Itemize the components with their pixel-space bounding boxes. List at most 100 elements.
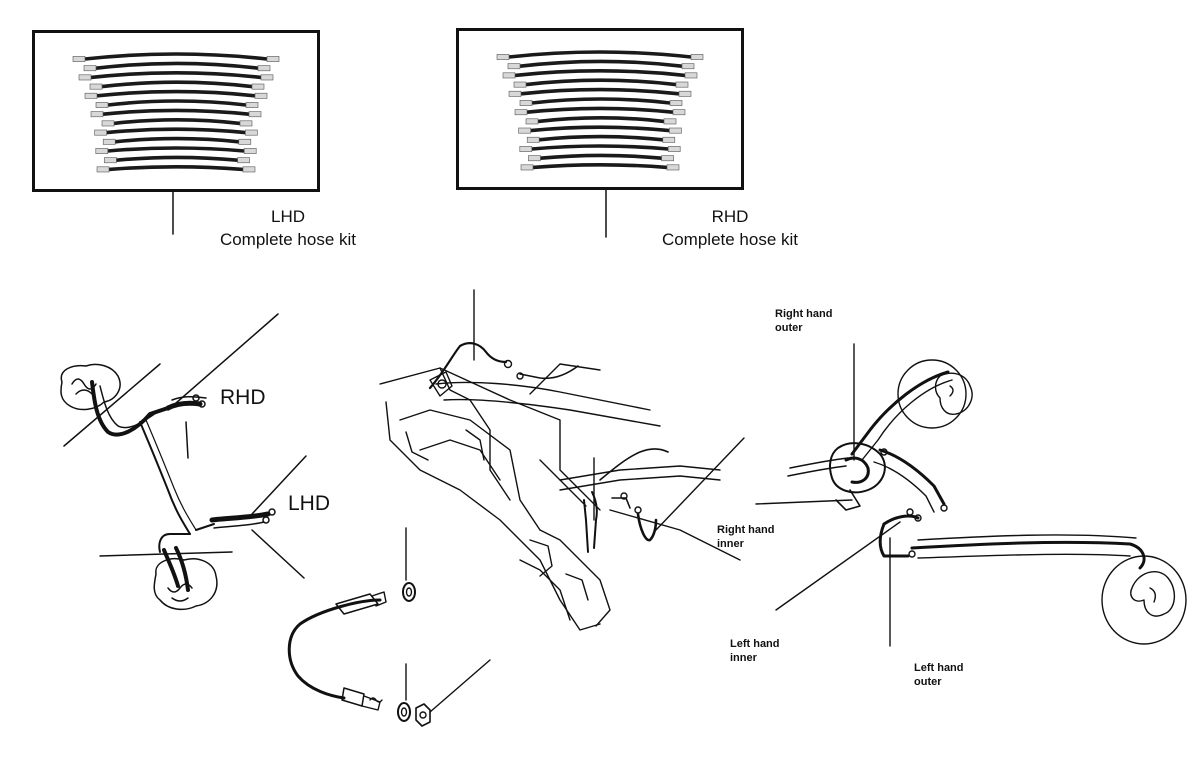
kit-hose [525,78,677,87]
rhd-kit-caption: RHD Complete hose kit [640,205,820,251]
kit-hose [540,153,662,160]
left-hand-outer-line2: outer [914,676,942,688]
kit-hose-fitting [89,83,103,90]
lhd-hose-kit-illustration [72,52,280,173]
kit-hose [113,118,241,126]
kit-hose-fitting [514,109,528,116]
lhd-kit-caption-line2: Complete hose kit [219,230,357,249]
kit-hose-fitting [662,136,676,143]
lower-rear-disc [1101,555,1187,645]
kit-hose [537,116,665,124]
right-hand-outer-label: Right hand outer [775,307,832,335]
kit-hose [508,50,692,59]
kit-hose [107,146,245,153]
right-hand-inner-line1: Right hand [717,524,775,536]
kit-hose-fitting [245,129,258,136]
kit-hose-fitting [102,138,116,145]
kit-hose-fitting [519,100,533,106]
kit-hose-fitting [237,157,250,164]
kit-hose-fitting [257,65,271,72]
rhd-routing-label: RHD [220,386,266,409]
kit-hose-fitting [95,102,109,108]
rhd-kit-caption-line2: Complete hose kit [661,230,799,249]
washer-upper [402,582,416,602]
kit-hose-fitting [690,54,704,60]
kit-hose-fitting [520,164,534,171]
kit-hose [520,87,680,96]
kit-hose [519,59,683,68]
kit-hose-fitting [94,129,107,136]
kit-hose-fitting [83,65,97,72]
kit-hose-fitting [78,74,92,81]
kit-hose-fitting [672,109,686,116]
kit-hose [96,89,256,98]
kit-hose-fitting [508,90,522,97]
left-hand-inner-label: Left hand inner [730,637,780,665]
lhd-kit-caption-line1: LHD [270,207,305,226]
kit-hose-fitting [666,164,680,171]
kit-hose-fitting [101,120,115,127]
left-hand-inner-line1: Left hand [730,638,780,650]
kit-hose [526,106,674,114]
upper-rear-disc [897,359,967,429]
kit-hose [539,134,663,142]
kit-hose [530,125,670,133]
lhd-kit-caption: LHD Complete hose kit [198,205,378,251]
kit-hose-fitting [239,120,253,127]
kit-hose [115,136,239,144]
kit-hose-fitting [502,72,516,79]
right-hand-inner-line2: inner [717,538,744,550]
left-hand-outer-line1: Left hand [914,662,964,674]
kit-hose-fitting [663,118,677,125]
kit-hose-fitting [254,92,268,99]
kit-hose-fitting [675,81,689,88]
lhd-routing-label: LHD [288,492,331,515]
kit-hose [116,155,238,162]
left-hand-outer-label: Left hand outer [914,661,964,689]
kit-hose-fitting [518,127,531,134]
kit-hose-fitting [669,100,683,106]
kit-hose-fitting [251,83,265,90]
kit-hose [90,71,262,80]
left-hand-inner-line2: inner [730,652,757,664]
kit-hose-fitting [245,102,259,108]
right-hand-outer-line2: outer [775,322,803,334]
kit-hose-fitting [661,155,674,162]
kit-hose [108,165,244,172]
kit-hose [84,52,268,61]
kit-hose-fitting [72,56,86,62]
kit-hose [106,127,246,135]
kit-hose-fitting [513,81,527,88]
kit-hose-fitting [684,72,698,79]
kit-hose-fitting [90,111,104,118]
kit-hose [102,108,250,116]
lhd-hose-kit-box [32,30,320,192]
rhd-hose-kit-illustration [496,50,704,171]
hex-nut [415,703,431,727]
kit-hose-fitting [95,148,109,154]
rhd-kit-caption-line1: RHD [711,207,749,226]
kit-hose-fitting [260,74,274,81]
single-hose-detail [287,598,382,700]
kit-hose-fitting [496,54,510,60]
left-routing-diagram [60,313,307,611]
kit-hose-fitting [519,146,533,152]
washer-lower [397,702,411,722]
right-hand-outer-line1: Right hand [775,308,833,320]
kit-hose-fitting [528,155,541,162]
kit-hose-fitting [248,111,262,118]
center-axle-diagram [287,289,745,727]
kit-hose [532,163,668,170]
kit-hose [531,144,669,151]
kit-hose-fitting [525,118,539,125]
right-hand-inner-label: Right hand inner [717,523,774,551]
kit-hose-fitting [507,63,521,70]
kit-hose-fitting [266,56,280,62]
kit-hose [514,69,686,78]
kit-hose-fitting [242,166,256,173]
kit-hose-fitting [104,157,117,164]
lower-caliper [153,558,218,611]
kit-hose [101,80,253,89]
kit-hose-fitting [669,127,682,134]
